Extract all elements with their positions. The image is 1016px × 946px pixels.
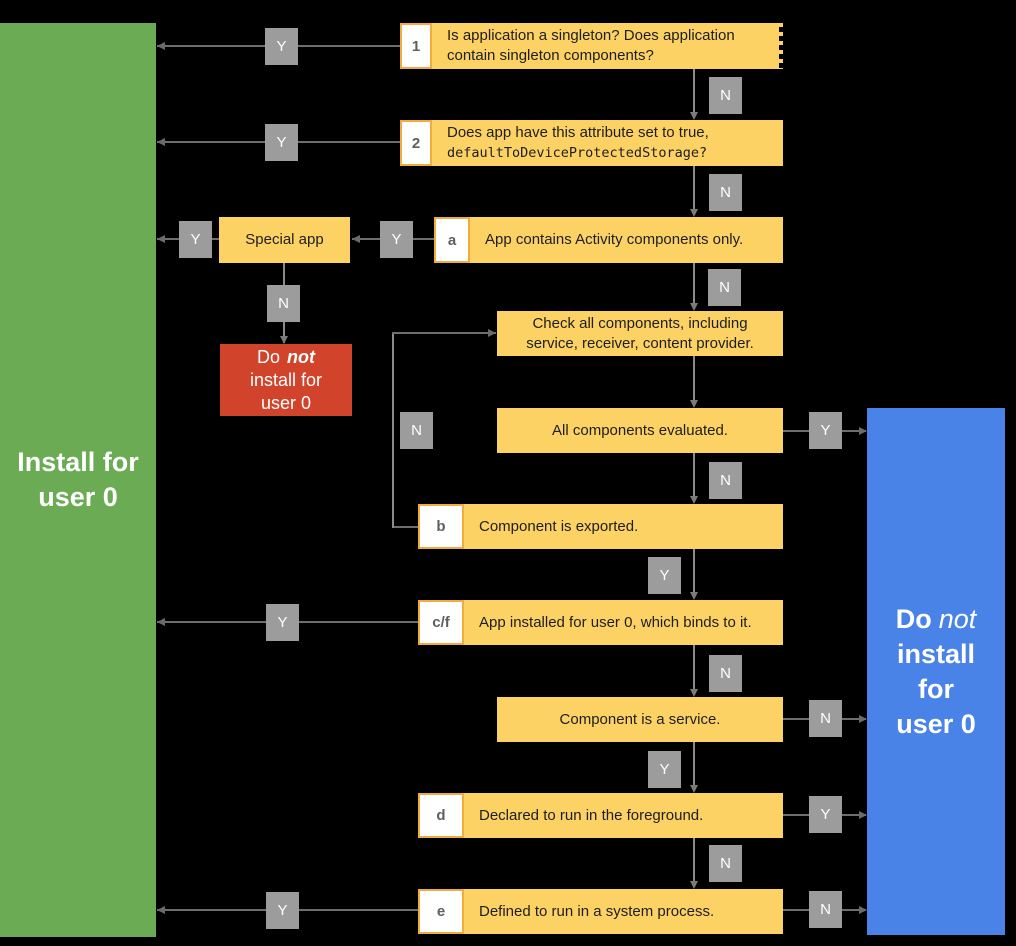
arrowhead — [859, 811, 867, 819]
node-q2-code: defaultToDeviceProtectedStorage? — [447, 145, 708, 161]
yes-badge: Y — [380, 221, 413, 258]
arrowhead — [157, 42, 165, 50]
node-q1-text: Is application a singleton? Does applica… — [447, 27, 735, 64]
edge-qd-qe — [693, 837, 695, 885]
arrowhead — [352, 235, 360, 243]
edge-service-qd — [693, 741, 695, 789]
node-qcf-text: App installed for user 0, which binds to… — [479, 613, 752, 631]
arrowhead — [690, 592, 698, 600]
edge-evaluated-qb — [693, 452, 695, 500]
arrowhead — [280, 336, 288, 344]
arrowhead — [690, 400, 698, 408]
node-q1-label: 1 — [400, 23, 432, 69]
no-badge: N — [709, 462, 742, 499]
arrowhead — [690, 496, 698, 504]
yes-badge: Y — [265, 124, 298, 161]
node-special-app-text: Special app — [245, 231, 324, 248]
no-badge: N — [809, 891, 842, 928]
arrowhead — [859, 715, 867, 723]
yes-badge: Y — [809, 796, 842, 833]
node-qa-text: App contains Activity components only. — [485, 231, 744, 248]
node-q2: 2 Does app have this attribute set to tr… — [400, 120, 783, 166]
yes-badge: Y — [809, 412, 842, 449]
yes-badge: Y — [648, 557, 681, 594]
node-special-app: Special app — [219, 217, 350, 263]
node-qe-text: Defined to run in a system process. — [479, 902, 715, 920]
outcome-install-user0: Install for user 0 — [0, 23, 156, 937]
arrowhead — [859, 906, 867, 914]
arrowhead — [690, 209, 698, 217]
edge-qb-loop-out — [392, 526, 418, 528]
torn-edge — [779, 23, 783, 69]
node-qa: a App contains Activity components only. — [434, 217, 783, 263]
yes-badge: Y — [266, 892, 299, 929]
node-qcf-label: c/f — [418, 600, 464, 645]
edge-check-evaluated — [693, 355, 695, 401]
edge-qa-check — [693, 262, 695, 307]
node-q1: 1 Is application a singleton? Does appli… — [400, 23, 783, 69]
arrowhead — [859, 427, 867, 435]
node-q2-text: Does app have this attribute set to true… — [447, 124, 709, 141]
no-badge: N — [709, 77, 742, 114]
arrowhead — [157, 138, 165, 146]
edge-q1-q2 — [693, 69, 695, 116]
arrowhead — [690, 689, 698, 697]
arrowhead — [157, 618, 165, 626]
arrowhead — [157, 906, 165, 914]
edge-q2-qa — [693, 165, 695, 213]
node-qd-text: Declared to run in the foreground. — [479, 806, 704, 824]
no-badge: N — [709, 655, 742, 692]
node-qe-label: e — [418, 889, 464, 934]
node-all-evaluated: All components evaluated. — [497, 408, 783, 453]
node-qb-text: Component is exported. — [479, 517, 639, 535]
node-qb: b Component is exported. — [418, 504, 783, 549]
node-qa-label: a — [434, 217, 470, 263]
node-qd: d Declared to run in the foreground. — [418, 793, 783, 838]
node-qe: e Defined to run in a system process. — [418, 889, 783, 934]
arrowhead — [690, 303, 698, 311]
no-badge: N — [708, 269, 741, 306]
arrowhead — [690, 785, 698, 793]
arrowhead — [157, 235, 165, 243]
no-badge: N — [809, 700, 842, 737]
arrowhead — [690, 881, 698, 889]
edge-qb-loop-up — [392, 332, 394, 528]
arrowhead — [690, 112, 698, 120]
node-check-components-text: Check all components, including service,… — [526, 314, 754, 352]
yes-badge: Y — [179, 221, 212, 258]
no-badge: N — [400, 412, 433, 449]
edge-qcf-service — [693, 644, 695, 693]
edge-qb-qcf — [693, 548, 695, 596]
yes-badge: Y — [648, 751, 681, 788]
no-badge: N — [267, 285, 300, 322]
yes-badge: Y — [265, 28, 298, 65]
node-qb-label: b — [418, 504, 464, 549]
node-qd-label: d — [418, 793, 464, 838]
edge-qb-loop-in — [392, 332, 496, 334]
arrowhead — [488, 329, 496, 337]
node-service-text: Component is a service. — [559, 710, 721, 728]
node-q2-label: 2 — [400, 120, 432, 166]
no-badge: N — [709, 845, 742, 882]
node-qcf: c/f App installed for user 0, which bind… — [418, 600, 783, 645]
node-all-evaluated-text: All components evaluated. — [552, 421, 728, 439]
node-service: Component is a service. — [497, 697, 783, 742]
node-check-components: Check all components, including service,… — [497, 311, 783, 356]
yes-badge: Y — [266, 604, 299, 641]
no-badge: N — [709, 174, 742, 211]
